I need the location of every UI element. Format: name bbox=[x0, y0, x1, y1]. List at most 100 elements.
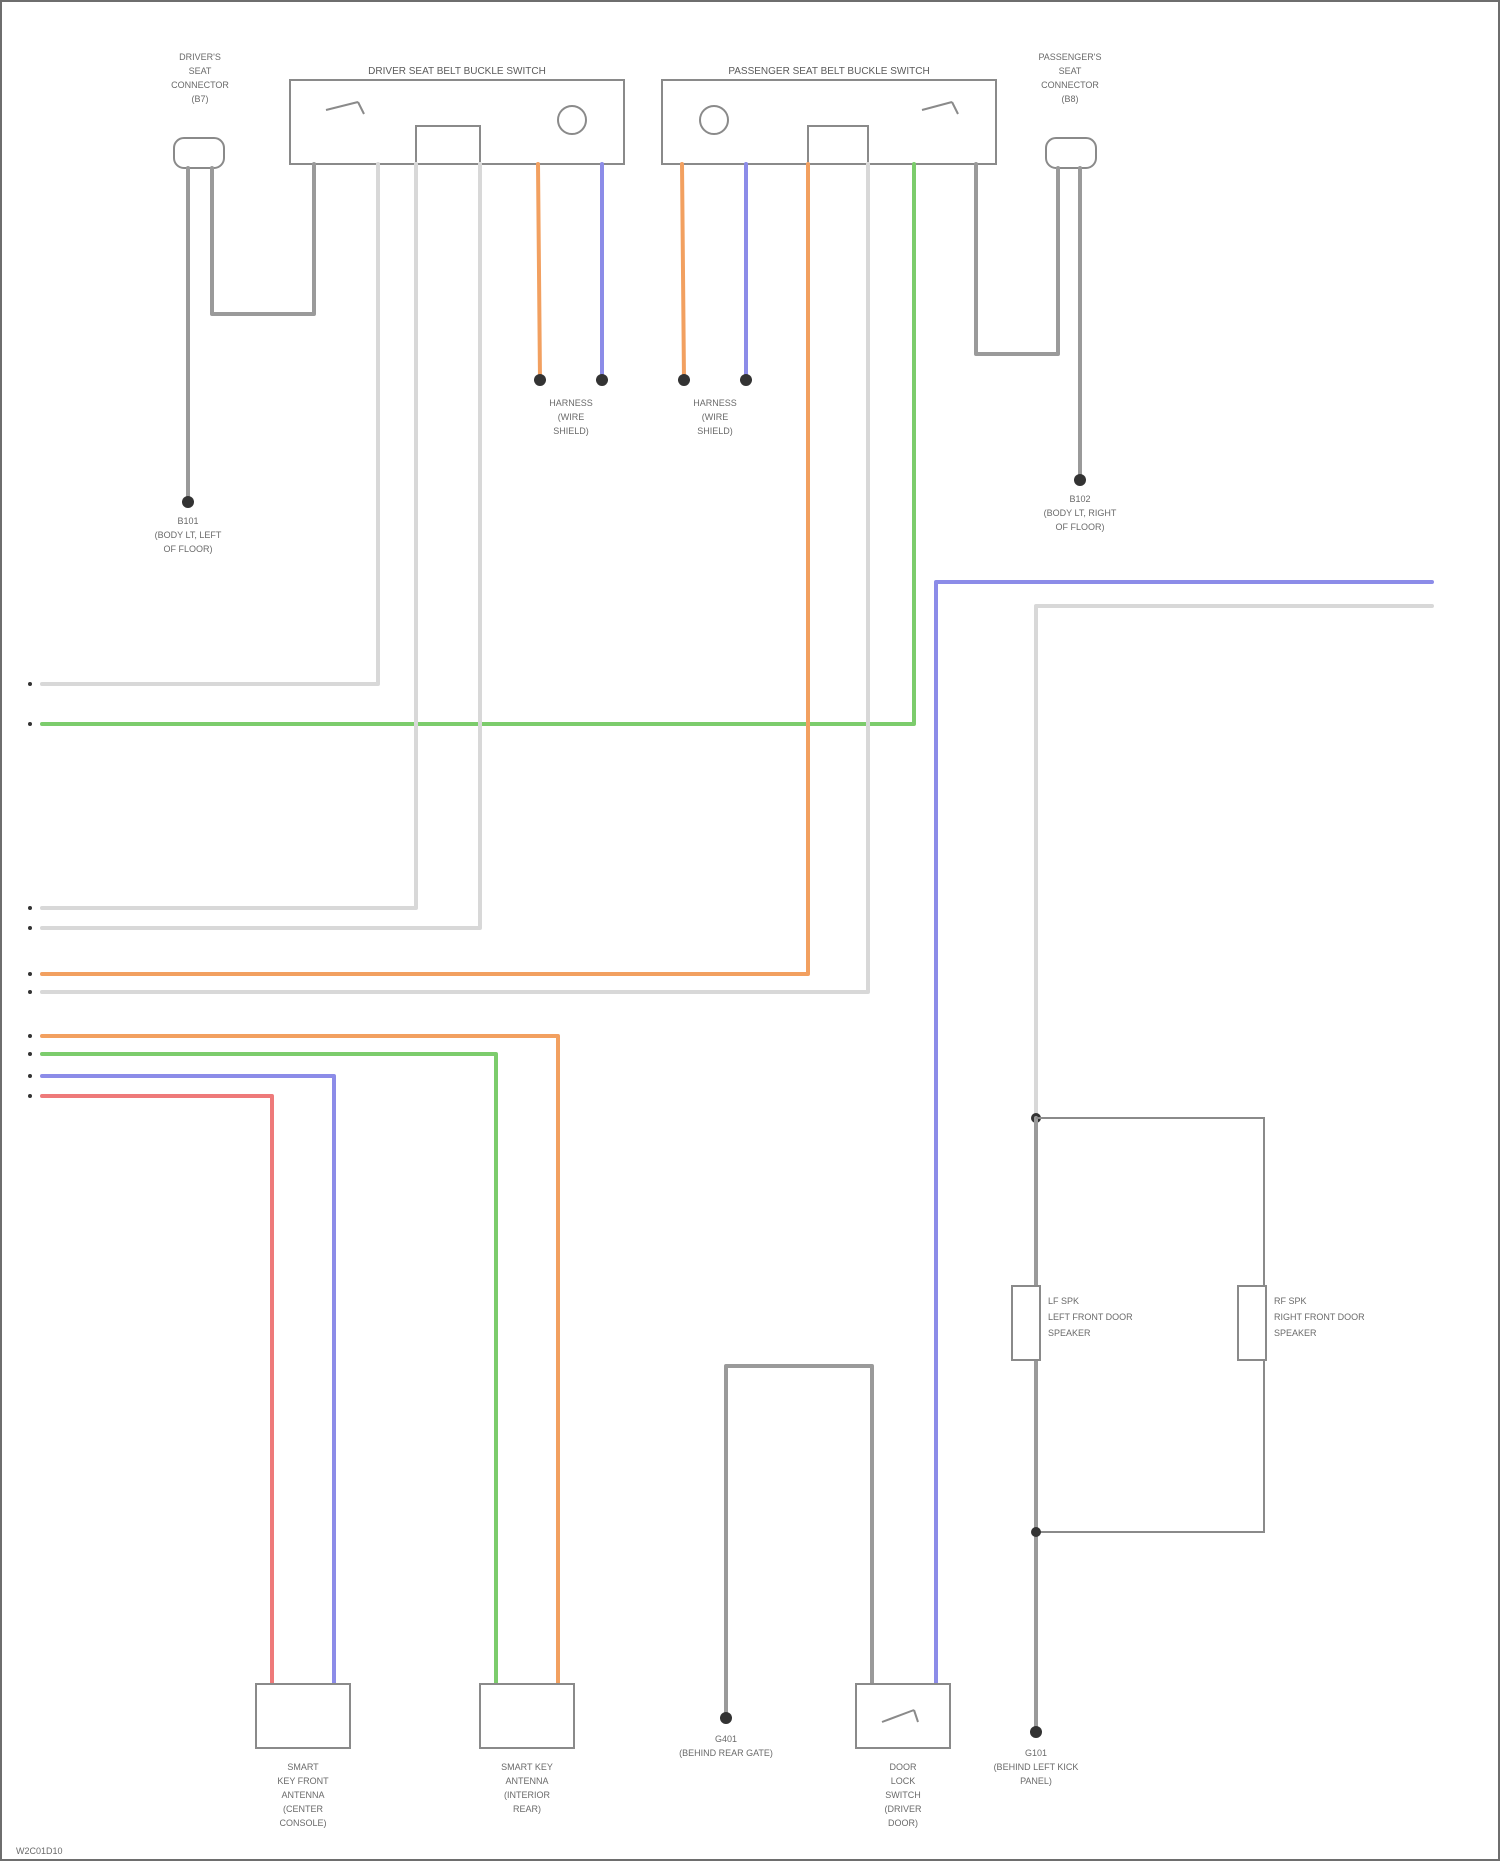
label-line: (DRIVER bbox=[884, 1804, 922, 1814]
wire-passenger-shield-orange bbox=[682, 164, 684, 380]
wire-bus-to-antenna-rear-orange bbox=[42, 1036, 558, 1686]
wire-bus-to-antenna-rear-green bbox=[42, 1054, 496, 1686]
left-speaker-body bbox=[1012, 1286, 1040, 1360]
label-line: (WIRE bbox=[702, 412, 729, 422]
bus-pin bbox=[28, 926, 32, 930]
ground-left-label: B101 (BODY LT, LEFT OF FLOOR) bbox=[155, 516, 222, 554]
label-line: OF FLOOR) bbox=[164, 544, 213, 554]
left-seat-connector-label: DRIVER'S SEAT CONNECTOR (B7) bbox=[171, 52, 229, 104]
label-line: DRIVER'S bbox=[179, 52, 221, 62]
label-line: B101 bbox=[177, 516, 198, 526]
wire-violet-to-door-lock-switch bbox=[936, 582, 1432, 1686]
label-line: KEY FRONT bbox=[277, 1776, 329, 1786]
left-speaker-label: LF SPK LEFT FRONT DOOR SPEAKER bbox=[1048, 1296, 1133, 1338]
label-line: PANEL) bbox=[1020, 1776, 1052, 1786]
label-line: ANTENNA bbox=[281, 1790, 324, 1800]
component-3-label: DOOR LOCK SWITCH (DRIVER DOOR) bbox=[884, 1762, 922, 1828]
label-line: (B8) bbox=[1061, 94, 1078, 104]
wire-speaker-branch bbox=[1036, 1118, 1264, 1532]
wire-right-switch-to-seat bbox=[976, 164, 1058, 354]
wire-passenger-switch-bus-orange bbox=[42, 164, 808, 974]
label-line: SHIELD) bbox=[697, 426, 733, 436]
label-line: RF SPK bbox=[1274, 1296, 1307, 1306]
label-line: (WIRE bbox=[558, 412, 585, 422]
label-line: SWITCH bbox=[885, 1790, 921, 1800]
label-line: B102 bbox=[1069, 494, 1090, 504]
left-seat-connector-body bbox=[174, 138, 224, 168]
label-line: (B7) bbox=[191, 94, 208, 104]
label-line: PASSENGER'S bbox=[1038, 52, 1101, 62]
label-line: (INTERIOR bbox=[504, 1790, 550, 1800]
ground-dot-bottom-mid bbox=[720, 1712, 732, 1724]
ground-bottom-right-label: G101 (BEHIND LEFT KICK PANEL) bbox=[994, 1748, 1079, 1786]
ground-dot-left bbox=[182, 496, 194, 508]
passenger-switch-box bbox=[662, 80, 996, 164]
label-line: (BEHIND REAR GATE) bbox=[679, 1748, 773, 1758]
label-line: HARNESS bbox=[693, 398, 737, 408]
label-line: SPEAKER bbox=[1274, 1328, 1317, 1338]
right-seat-connector-body bbox=[1046, 138, 1096, 168]
wire-driver-switch-bus-2 bbox=[42, 164, 416, 908]
bus-pin-markers bbox=[28, 682, 32, 1098]
bus-pin bbox=[28, 1052, 32, 1056]
footer-code: W2C01D10 bbox=[16, 1846, 63, 1856]
component-smart-key-front-antenna bbox=[256, 1684, 350, 1748]
label-line: SMART bbox=[287, 1762, 319, 1772]
label-line: LF SPK bbox=[1048, 1296, 1079, 1306]
harness-right-label: HARNESS (WIRE SHIELD) bbox=[693, 398, 737, 436]
shield-dot bbox=[596, 374, 608, 386]
component-1-label: SMART KEY FRONT ANTENNA (CENTER CONSOLE) bbox=[277, 1762, 329, 1828]
label-line: RIGHT FRONT DOOR bbox=[1274, 1312, 1365, 1322]
label-line: CONNECTOR bbox=[171, 80, 229, 90]
ground-right-label: B102 (BODY LT, RIGHT OF FLOOR) bbox=[1044, 494, 1117, 532]
label-line: CONSOLE) bbox=[279, 1818, 326, 1828]
bus-pin bbox=[28, 990, 32, 994]
label-line: REAR) bbox=[513, 1804, 541, 1814]
label-line: DOOR bbox=[890, 1762, 918, 1772]
right-speaker-body bbox=[1238, 1286, 1266, 1360]
wire-light-to-speakers bbox=[1036, 606, 1432, 1114]
label-line: CONNECTOR bbox=[1041, 80, 1099, 90]
harness-left-label: HARNESS (WIRE SHIELD) bbox=[549, 398, 593, 436]
driver-switch-title: DRIVER SEAT BELT BUCKLE SWITCH bbox=[368, 66, 546, 77]
bus-pin bbox=[28, 972, 32, 976]
label-line: (BEHIND LEFT KICK bbox=[994, 1762, 1079, 1772]
ground-dot-bottom-right bbox=[1030, 1726, 1042, 1738]
label-line: SHIELD) bbox=[553, 426, 589, 436]
label-line: SPEAKER bbox=[1048, 1328, 1091, 1338]
shield-dot bbox=[740, 374, 752, 386]
component-door-lock-switch bbox=[856, 1684, 950, 1748]
passenger-switch-title: PASSENGER SEAT BELT BUCKLE SWITCH bbox=[728, 66, 929, 77]
label-line: DOOR) bbox=[888, 1818, 918, 1828]
label-line: (BODY LT, RIGHT bbox=[1044, 508, 1117, 518]
label-line: (BODY LT, LEFT bbox=[155, 530, 222, 540]
component-smart-key-rear-antenna bbox=[480, 1684, 574, 1748]
label-line: OF FLOOR) bbox=[1056, 522, 1105, 532]
label-line: SMART KEY bbox=[501, 1762, 553, 1772]
wire-door-lock-loop bbox=[726, 1366, 872, 1718]
label-line: G401 bbox=[715, 1734, 737, 1744]
label-line: LOCK bbox=[891, 1776, 916, 1786]
speaker-junction-bottom bbox=[1031, 1527, 1041, 1537]
label-line: G101 bbox=[1025, 1748, 1047, 1758]
bus-pin bbox=[28, 906, 32, 910]
right-speaker-label: RF SPK RIGHT FRONT DOOR SPEAKER bbox=[1274, 1296, 1365, 1338]
label-line: LEFT FRONT DOOR bbox=[1048, 1312, 1133, 1322]
label-line: SEAT bbox=[189, 66, 212, 76]
right-seat-connector-label: PASSENGER'S SEAT CONNECTOR (B8) bbox=[1038, 52, 1101, 104]
label-line: HARNESS bbox=[549, 398, 593, 408]
component-2-label: SMART KEY ANTENNA (INTERIOR REAR) bbox=[501, 1762, 553, 1814]
wire-bus-to-antenna-front-red bbox=[42, 1096, 272, 1686]
bus-pin bbox=[28, 1074, 32, 1078]
wire-left-seat-to-switch bbox=[212, 164, 314, 314]
bus-pin bbox=[28, 722, 32, 726]
wire-driver-shield-orange bbox=[538, 164, 540, 380]
label-line: (CENTER bbox=[283, 1804, 323, 1814]
shield-dot bbox=[678, 374, 690, 386]
wire-bus-to-antenna-front-violet bbox=[42, 1076, 334, 1686]
ground-bottom-mid-label: G401 (BEHIND REAR GATE) bbox=[679, 1734, 773, 1758]
driver-switch-box bbox=[290, 80, 624, 164]
label-line: SEAT bbox=[1059, 66, 1082, 76]
